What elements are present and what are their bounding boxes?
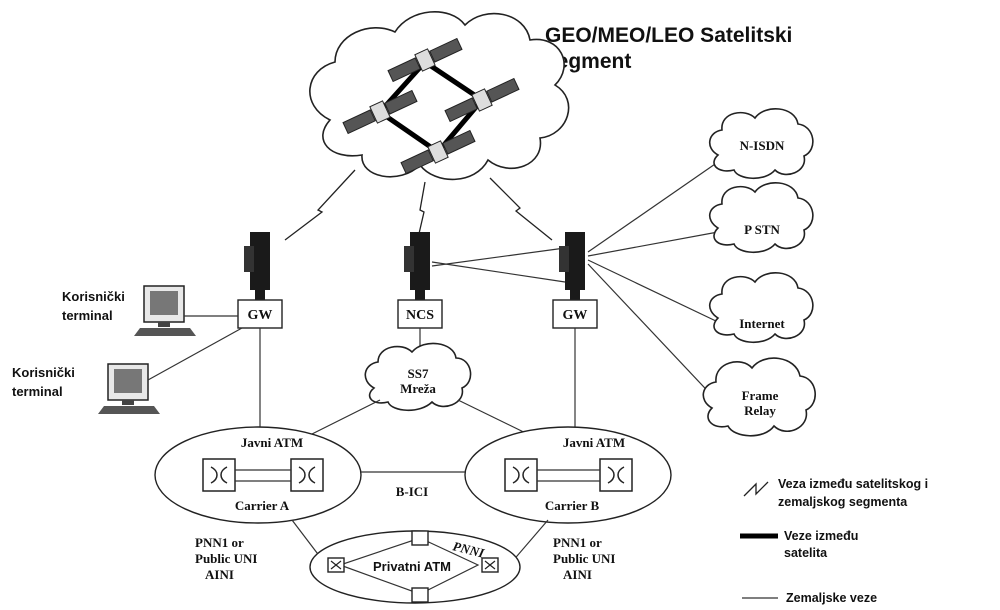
cloud-label-frame: Frame: [742, 388, 779, 403]
cloud-n-isdn: [709, 108, 814, 180]
ncs-gw-links: [431, 247, 566, 283]
atm-switch-icon: [504, 458, 538, 492]
interface-right-line-3: AINI: [563, 567, 592, 582]
legend-inter-satellite-line-2: satelita: [784, 546, 828, 560]
legend-satellite-ground-line-1: Veza između satelitskog i: [778, 477, 928, 491]
cloud-label-n-isdn: N-ISDN: [740, 138, 785, 153]
cloud-frame-relay: [702, 357, 816, 437]
title-line-1: GEO/MEO/LEO Satelitski: [545, 24, 792, 47]
ncs-label: NCS: [406, 308, 434, 323]
atm-network-b: [464, 426, 672, 524]
title-line-2: segment: [545, 50, 631, 73]
atm-a-carrier: Carrier A: [235, 498, 290, 513]
private-switch-icon: [481, 557, 499, 573]
cloud-internet: [709, 272, 814, 344]
cloud-label-pstn: P STN: [744, 222, 780, 237]
terminal-links: [147, 315, 243, 381]
interface-right-line-1: PNN1 or: [553, 535, 602, 550]
private-switch-icon: [411, 530, 429, 546]
ss7-label-line-1: SS7: [408, 366, 429, 381]
satellite-ground-links: [284, 169, 553, 241]
legend-ground-label: Zemaljske veze: [786, 591, 877, 605]
satellite-icon: [400, 129, 476, 175]
interface-left-line-1: PNN1 or: [195, 535, 244, 550]
legend-zigzag-icon: [743, 481, 769, 497]
atm-switch-icon: [599, 458, 633, 492]
cloud-pstn: [709, 182, 814, 254]
antenna-icon: [559, 232, 585, 300]
terminal-label-2-line-2: terminal: [12, 384, 63, 399]
satellite-icon: [342, 89, 418, 135]
atm-a-title: Javni ATM: [241, 435, 303, 450]
satellite-icon: [387, 37, 463, 83]
antenna-icon: [404, 232, 430, 300]
legend-satellite-ground-line-2: zemaljskog segmenta: [778, 495, 908, 509]
bici-label: B-ICI: [396, 484, 429, 499]
gw-right-label: GW: [563, 308, 588, 323]
cloud-ss7: [364, 342, 472, 412]
interface-left-line-2: Public UNI: [195, 551, 257, 566]
interface-right-line-2: Public UNI: [553, 551, 615, 566]
external-network-links: [587, 161, 719, 403]
atm-network-a: [154, 426, 362, 524]
private-atm-label: Privatni ATM: [373, 559, 451, 574]
terminal-label-1-line-1: Korisnički: [62, 289, 125, 304]
atm-b-carrier: Carrier B: [545, 498, 600, 513]
atm-switch-icon: [290, 458, 324, 492]
core-links: [259, 328, 576, 441]
computer-terminal-icon[interactable]: [134, 285, 196, 336]
computer-terminal-icon[interactable]: [98, 363, 160, 414]
antenna-icon: [244, 232, 270, 300]
terminal-label-2-line-1: Korisnički: [12, 365, 75, 380]
atm-switch-icon: [202, 458, 236, 492]
satellite-cloud: [309, 11, 570, 181]
legend: Veza između satelitskog i zemaljskog seg…: [740, 477, 928, 605]
private-switch-icon: [411, 587, 429, 603]
ss7-label-line-2: Mreža: [400, 381, 436, 396]
cloud-label-relay: Relay: [744, 403, 776, 418]
legend-inter-satellite-line-1: Veze između: [784, 529, 858, 543]
gw-left-label: GW: [248, 308, 273, 323]
private-switch-icon: [327, 557, 345, 573]
cloud-label-internet: Internet: [739, 316, 785, 331]
satellite-icon: [444, 77, 520, 123]
atm-b-title: Javni ATM: [563, 435, 625, 450]
terminal-label-1-line-2: terminal: [62, 308, 113, 323]
interface-left-line-3: AINI: [205, 567, 234, 582]
